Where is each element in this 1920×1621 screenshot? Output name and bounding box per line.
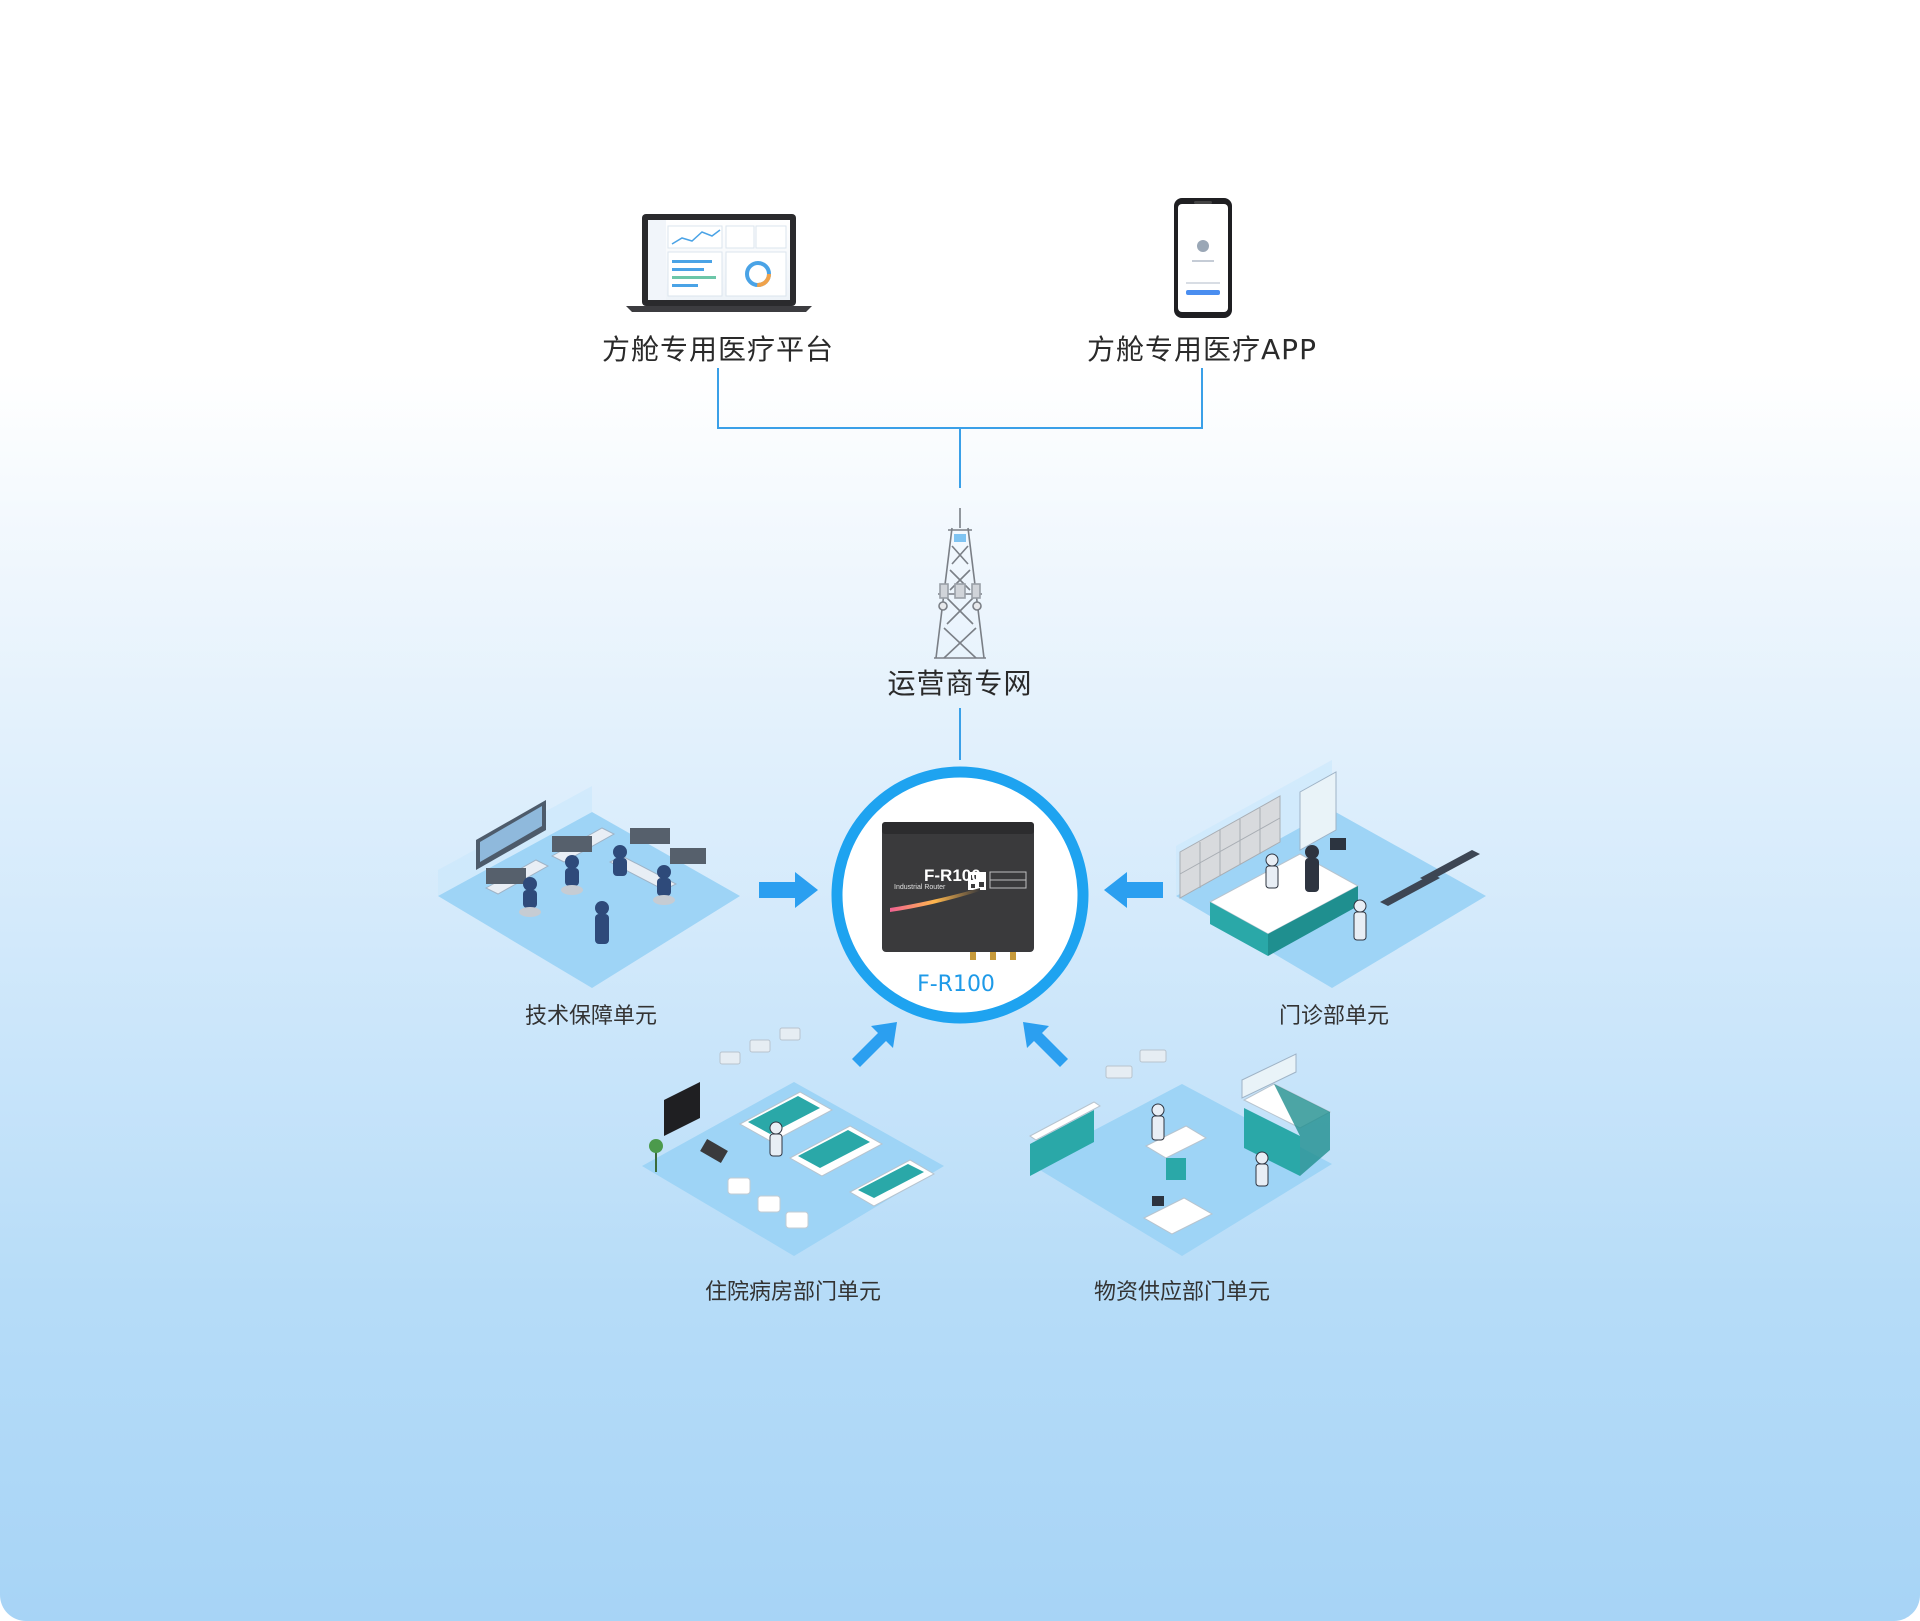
network-label: 运营商专网 xyxy=(887,667,1033,700)
device-subtitle-text: Industrial Router xyxy=(894,884,946,891)
flow-arrows xyxy=(759,872,1163,1067)
device-brand-text: F-R100 xyxy=(924,866,981,885)
connection-lines xyxy=(717,368,1203,760)
arrow-from-outpatient xyxy=(1104,872,1163,908)
arrow-from-inpatient xyxy=(852,1022,897,1067)
cell-tower-icon xyxy=(934,508,986,659)
inpatient-unit-label: 住院病房部门单元 xyxy=(704,1280,882,1305)
tech-unit-label: 技术保障单元 xyxy=(524,1004,658,1029)
tech-unit-illustration xyxy=(438,786,740,988)
platform-label: 方舱专用医疗平台 xyxy=(601,333,835,366)
inpatient-unit-illustration xyxy=(642,1027,944,1256)
supply-unit-label: 物资供应部门单元 xyxy=(1093,1280,1271,1305)
outpatient-unit-illustration xyxy=(1176,760,1486,988)
router-hub xyxy=(831,766,1089,1024)
laptop-icon xyxy=(626,214,812,312)
outpatient-unit-label: 门诊部单元 xyxy=(1278,1004,1390,1029)
router-model-caption: F-R100 xyxy=(917,972,995,997)
supply-unit-illustration xyxy=(1029,1049,1332,1256)
router-icon xyxy=(882,822,1034,960)
arrow-from-tech xyxy=(759,872,818,908)
phone-icon xyxy=(1174,198,1232,318)
app-label: 方舱专用医疗APP xyxy=(1087,333,1317,366)
arrow-from-supply xyxy=(1023,1022,1068,1067)
